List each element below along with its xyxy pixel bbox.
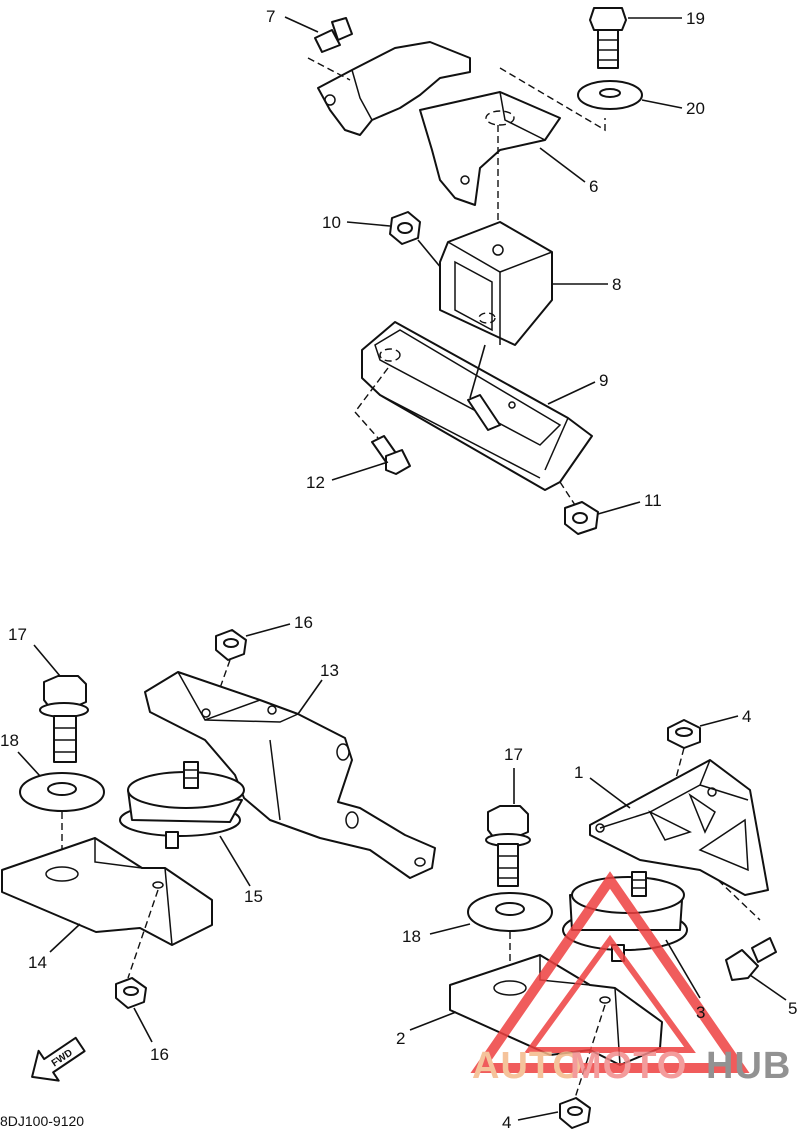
watermark-word-auto: AUTO — [472, 1045, 583, 1087]
stud-9 — [467, 344, 501, 431]
callout-18-right: 18 — [402, 927, 421, 946]
callout-18-left: 18 — [0, 731, 19, 750]
watermark-word-moto: MOTO — [570, 1045, 687, 1087]
bolt-12 — [371, 435, 411, 475]
callout-10: 10 — [322, 213, 341, 232]
nut-4-bottom — [559, 1097, 591, 1129]
damper-8 — [439, 221, 553, 346]
nut-4-top — [667, 719, 701, 749]
bracket-1 — [589, 759, 769, 896]
callout-4-bottom: 4 — [502, 1113, 511, 1130]
watermark-inner-triangle-icon — [524, 934, 696, 1053]
figure-code: 8DJ100-9120 — [0, 1113, 84, 1129]
callout-2: 2 — [396, 1029, 405, 1048]
bolt-17-left — [39, 675, 89, 763]
nut-10 — [389, 211, 421, 245]
washer-18-right — [467, 892, 553, 932]
bolt-17-right — [485, 805, 531, 887]
bracket-14 — [1, 837, 213, 946]
nut-16-top — [215, 629, 247, 661]
callout-7: 7 — [266, 7, 275, 26]
callout-12: 12 — [306, 473, 325, 492]
callout-13: 13 — [320, 661, 339, 680]
callout-17-right: 17 — [504, 745, 523, 764]
nut-16-bottom — [115, 977, 147, 1009]
callout-16-top: 16 — [294, 613, 313, 632]
callout-4-top: 4 — [742, 707, 751, 726]
callout-15: 15 — [244, 887, 263, 906]
watermark-word-hub: HUB — [706, 1045, 791, 1087]
fwd-arrow-icon: FWD — [31, 1036, 86, 1082]
callout-20: 20 — [686, 99, 705, 118]
bolt-5 — [725, 937, 777, 981]
callout-11: 11 — [644, 491, 662, 510]
mount-15 — [119, 761, 245, 849]
callout-9: 9 — [599, 371, 608, 390]
callout-1: 1 — [574, 763, 583, 782]
callout-6: 6 — [589, 177, 598, 196]
watermark-logo: AUTO MOTO HUB — [470, 871, 791, 1087]
top-assembly — [307, 7, 643, 535]
callout-5: 5 — [788, 999, 797, 1018]
bolt-7 — [307, 17, 353, 81]
callout-16-bottom: 16 — [150, 1045, 169, 1064]
callout-8: 8 — [612, 275, 621, 294]
washer-18-left — [19, 772, 105, 812]
callout-14: 14 — [28, 953, 47, 972]
callout-3: 3 — [696, 1003, 705, 1022]
bottom-left-assembly — [1, 629, 436, 1009]
washer-20 — [577, 80, 643, 110]
bracket-13 — [144, 671, 436, 879]
watermark-triangle-icon — [470, 871, 750, 1073]
bracket-6 — [317, 41, 561, 232]
callout-19: 19 — [686, 9, 705, 28]
callouts: 7 19 20 6 10 8 9 12 11 17 16 13 18 15 14… — [0, 7, 797, 1132]
callout-17-left: 17 — [8, 625, 27, 644]
nut-11 — [564, 501, 599, 535]
bolt-19 — [589, 7, 627, 69]
